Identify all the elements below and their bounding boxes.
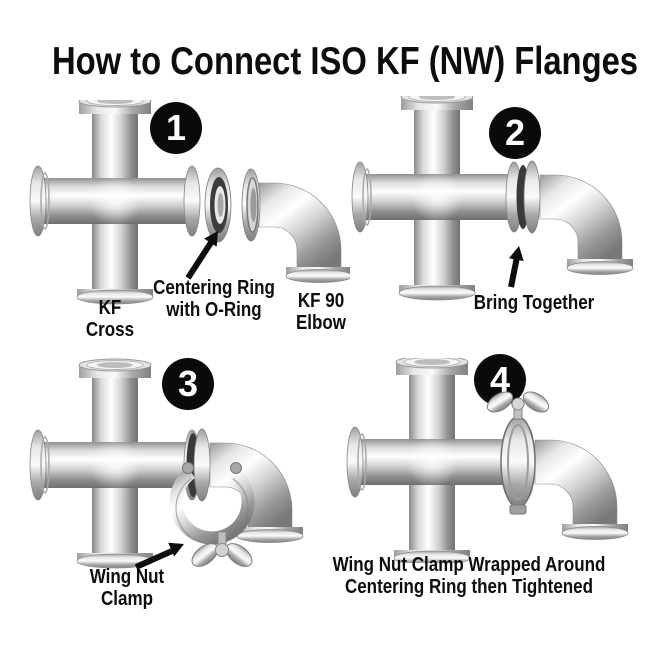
step-1-badge: 1	[150, 102, 202, 154]
kf-cross-illustration	[351, 96, 523, 301]
step-1-illustration	[29, 100, 350, 305]
pointer-arrow	[508, 246, 524, 288]
kf-cross-label: KF Cross	[85, 297, 135, 341]
kf-cross-illustration	[346, 358, 518, 563]
step-4-illustration	[346, 358, 629, 563]
page-title: How to Connect ISO KF (NW) Flanges	[52, 40, 639, 83]
pointer-arrow	[185, 231, 218, 280]
centering-ring-label: Centering Ring with O-Ring	[153, 277, 275, 321]
step-3-badge: 3	[162, 358, 214, 410]
step-2-badge: 2	[489, 107, 541, 159]
step-2-illustration	[351, 96, 634, 301]
kf-cross-illustration	[29, 358, 201, 569]
kf-90-elbow-illustration	[241, 168, 350, 284]
kf-cross-illustration	[29, 100, 201, 305]
pointer-arrow	[134, 542, 184, 570]
joint-with-centering-ring	[516, 160, 541, 234]
step-4-caption: Wing Nut Clamp Wrapped Around Centering …	[332, 554, 606, 598]
kf-90-elbow-illustration	[539, 174, 634, 275]
wing-nut-clamp-illustration	[169, 462, 255, 567]
kf-90-elbow-label: KF 90 Elbow	[295, 290, 347, 334]
wing-nut-clamp-installed-illustration	[486, 391, 550, 515]
bring-together-label: Bring Together	[473, 292, 595, 314]
centering-ring-illustration	[204, 167, 232, 243]
kf-90-elbow-illustration	[209, 442, 304, 543]
kf-90-elbow-illustration	[534, 439, 629, 540]
step-3-illustration	[29, 358, 304, 570]
wing-nut-clamp-label: Wing Nut Clamp	[89, 566, 165, 610]
